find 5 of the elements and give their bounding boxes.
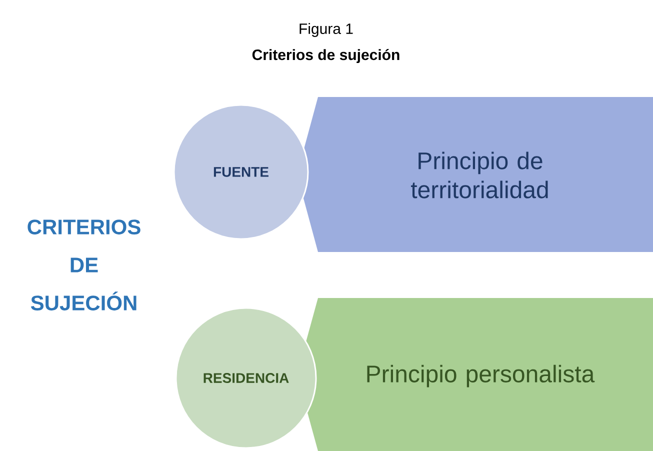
- figure-title: Criterios de sujeción: [252, 48, 400, 64]
- pentagon-box: Principio de territorialidad: [297, 97, 653, 252]
- pentagon-box: Principio personalista: [297, 298, 653, 451]
- side-heading: CRITERIOS DE SUJECIÓN: [28, 220, 140, 310]
- figure-number: Figura 1: [300, 23, 353, 37]
